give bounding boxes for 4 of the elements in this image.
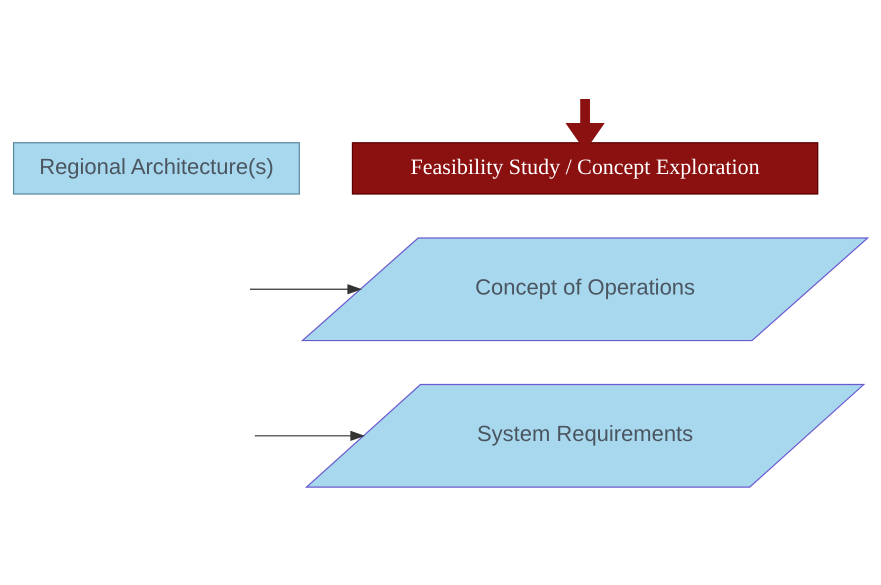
node-box: Regional Architecture(s) (12, 142, 300, 195)
arrow (250, 284, 362, 294)
node-box: Feasibility Study / Concept Exploration (352, 142, 818, 195)
arrow (254, 430, 366, 441)
